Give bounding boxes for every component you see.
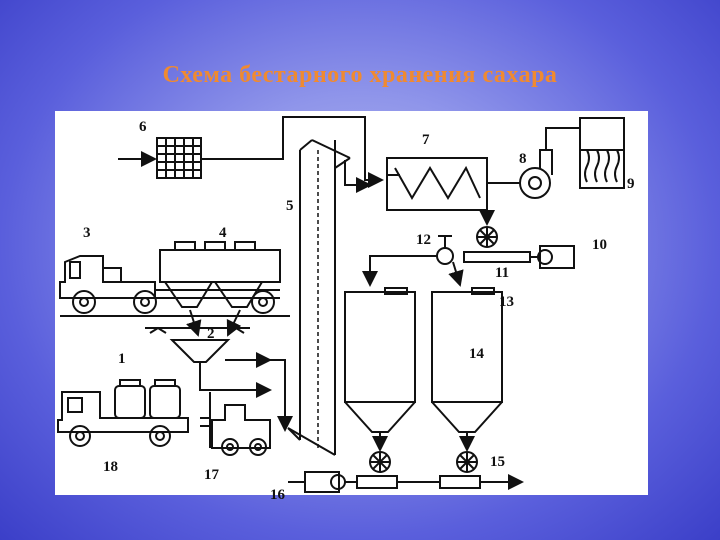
label-11: 11 [495, 265, 510, 281]
label-3: 3 [83, 225, 91, 241]
valve-to-silo1-line [362, 255, 437, 287]
container-truck [57, 379, 189, 447]
silo-right [431, 287, 503, 452]
process-flow-diagram [57, 116, 625, 493]
label-7: 7 [422, 132, 430, 148]
slide-title: Схема бестарного хранения сахара [162, 62, 558, 88]
forklift [200, 392, 271, 456]
label-18: 18 [103, 459, 118, 475]
tanker-truck [59, 241, 290, 317]
label-6: 6 [139, 119, 147, 135]
label-15: 15 [490, 454, 505, 470]
silo-left [344, 287, 416, 452]
label-1: 1 [118, 351, 126, 367]
fan-to-cyclone-line [545, 127, 570, 150]
air-filter-grid [156, 137, 202, 179]
hopper-to-elevator-line [199, 362, 272, 398]
label-4: 4 [219, 225, 227, 241]
distributor-pipe [463, 251, 531, 263]
blower-10 [537, 245, 575, 269]
air-line [201, 116, 384, 188]
label-10: 10 [592, 237, 607, 253]
label-9: 9 [627, 176, 635, 192]
label-13: 13 [499, 294, 514, 310]
valve-to-silo2-line [448, 261, 464, 287]
rotary-feeder-left [369, 451, 391, 473]
label-12: 12 [416, 232, 431, 248]
rotary-feeder-top [476, 226, 498, 248]
diagram-panel [55, 111, 648, 495]
label-2: 2 [207, 326, 215, 342]
elevator-to-screw-arrow [344, 160, 372, 193]
label-8: 8 [519, 151, 527, 167]
label-14: 14 [469, 346, 484, 362]
switch-valve [436, 235, 454, 265]
label-5: 5 [286, 198, 294, 214]
screw-conveyor [386, 157, 488, 211]
bottom-conveyor [288, 471, 524, 493]
label-17: 17 [204, 467, 219, 483]
label-16: 16 [270, 487, 285, 503]
receiving-hopper [145, 309, 250, 363]
bag-filter [570, 117, 625, 189]
rotary-feeder-right [456, 451, 478, 473]
bucket-elevator [287, 139, 351, 456]
feed-to-elevator-line [270, 359, 293, 432]
